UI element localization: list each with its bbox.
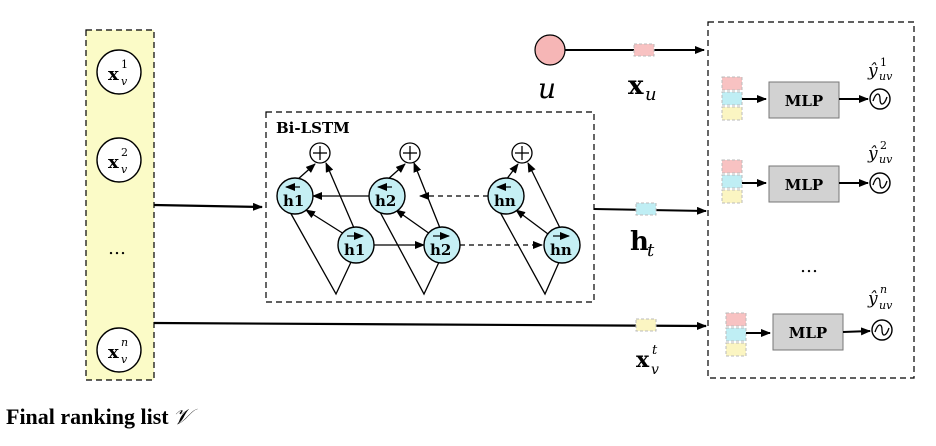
prediction-2: ŷ 2 uv <box>867 139 893 166</box>
item-segment <box>635 318 657 332</box>
svg-text:hn: hn <box>550 241 572 259</box>
list-to-mlp-arrow <box>153 321 707 330</box>
list-item-1: x 1 v <box>96 49 142 95</box>
list-to-bilstm-arrow <box>153 202 263 211</box>
concat-vector-1 <box>721 76 743 121</box>
svg-text:ŷ: ŷ <box>867 144 878 164</box>
svg-text:MLP: MLP <box>789 324 827 342</box>
svg-text:MLP: MLP <box>785 92 823 110</box>
hidden-segment <box>635 202 657 216</box>
activation-icon-2 <box>869 172 891 194</box>
bilstm-connections <box>289 162 561 296</box>
svg-text:x: x <box>636 347 650 373</box>
output-ellipsis: … <box>800 256 818 277</box>
svg-text:uv: uv <box>879 153 893 166</box>
user-label: u <box>538 72 556 105</box>
caption-text: Final ranking list <box>6 404 169 429</box>
activation-icon-1 <box>869 88 891 110</box>
svg-text:v: v <box>121 353 128 366</box>
list-ellipsis: … <box>108 238 126 259</box>
backward-hidden-n: hn <box>487 177 525 215</box>
hidden-label: h t <box>630 227 655 261</box>
output-panel <box>707 21 915 379</box>
mlp-2 <box>768 165 840 203</box>
svg-text:n: n <box>880 283 887 296</box>
svg-text:ŷ: ŷ <box>867 61 878 81</box>
prediction-1: ŷ 1 uv <box>867 56 893 83</box>
bilstm-title: Bi-LSTM <box>276 119 350 137</box>
svg-text:hn: hn <box>494 192 516 210</box>
forward-hidden-2: h2 <box>423 226 461 264</box>
svg-text:uv: uv <box>879 70 893 83</box>
svg-text:1: 1 <box>121 58 128 71</box>
svg-text:v: v <box>121 163 128 176</box>
mlp-1 <box>768 81 840 119</box>
svg-text:t: t <box>652 343 658 358</box>
svg-text:ŷ: ŷ <box>867 289 878 309</box>
svg-text:v: v <box>121 75 128 88</box>
svg-text:x: x <box>108 342 119 363</box>
svg-text:x: x <box>108 152 119 173</box>
add-node-1 <box>309 142 331 164</box>
item-vec-label: x t v <box>636 343 659 378</box>
svg-text:h: h <box>630 227 649 257</box>
svg-text:n: n <box>121 336 128 349</box>
backward-hidden-1: h1 <box>276 177 314 215</box>
activation-icon-n <box>871 319 893 341</box>
forward-hidden-n: hn <box>543 226 581 264</box>
list-item-n: x n v <box>96 327 142 373</box>
svg-text:h1: h1 <box>344 241 365 259</box>
concat-vector-n <box>725 312 747 357</box>
svg-text:h2: h2 <box>430 241 451 259</box>
add-node-2 <box>399 142 421 164</box>
caption-symbol: 𝒱 <box>172 405 191 430</box>
svg-text:t: t <box>647 240 655 261</box>
user-embedding-segment <box>633 43 655 57</box>
concat-vector-2 <box>721 159 743 204</box>
svg-text:x: x <box>628 71 644 101</box>
svg-text:uv: uv <box>879 299 893 312</box>
svg-text:h2: h2 <box>375 192 396 210</box>
svg-text:h1: h1 <box>283 192 304 210</box>
svg-text:1: 1 <box>880 56 887 69</box>
prediction-n: ŷ n uv <box>867 283 893 312</box>
mlp-n <box>772 313 844 351</box>
svg-text:v: v <box>651 362 659 378</box>
svg-text:u: u <box>645 84 657 105</box>
forward-hidden-1: h1 <box>337 226 375 264</box>
svg-text:2: 2 <box>121 146 128 159</box>
bilstm-box <box>265 111 595 303</box>
backward-hidden-2: h2 <box>368 177 406 215</box>
user-node <box>534 34 566 66</box>
user-embedding-label: x u <box>628 71 657 105</box>
svg-text:x: x <box>108 64 119 85</box>
svg-text:2: 2 <box>880 139 887 152</box>
list-item-2: x 2 v <box>96 137 142 183</box>
add-node-n <box>511 142 533 164</box>
svg-text:MLP: MLP <box>785 176 823 194</box>
